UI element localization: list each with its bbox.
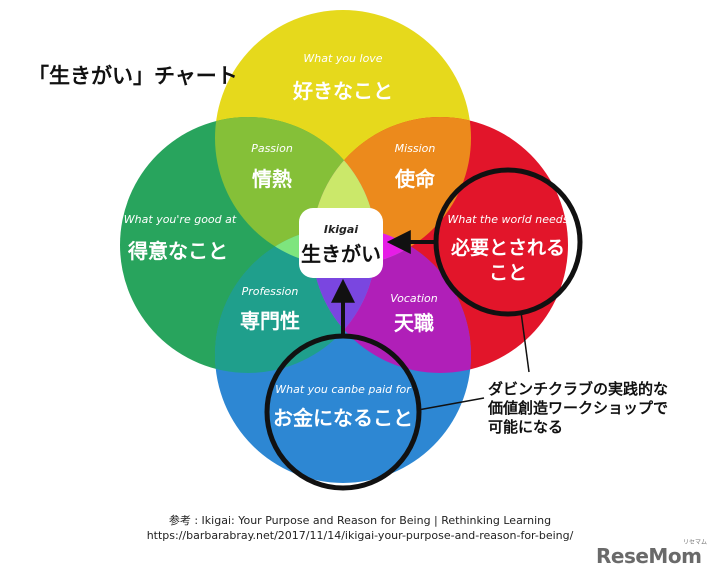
label-world-en: What the world needs — [448, 213, 569, 226]
callout-line-world — [520, 311, 530, 373]
resemom-logo: ReseMom — [596, 544, 702, 568]
label-good-ja: 得意なこと — [127, 239, 228, 263]
label-profession-ja: 専門性 — [240, 309, 300, 333]
label-vocation-ja: 天職 — [394, 311, 434, 335]
label-passion-ja: 情熱 — [252, 167, 292, 191]
label-center-ja: 生きがい — [301, 242, 381, 266]
reference-url[interactable]: https://barbarabray.net/2017/11/14/ikiga… — [146, 529, 574, 542]
label-paid-en: What you canbe paid for — [275, 383, 412, 396]
callout-note-line1: ダビンチクラブの実践的な — [488, 380, 669, 398]
callout-note-line3: 可能になる — [488, 418, 564, 436]
label-mission-ja: 使命 — [394, 167, 436, 191]
label-mission-en: Mission — [395, 142, 436, 155]
label-world-ja2: こと — [489, 262, 527, 284]
callout-note-line2: 価値創造ワークショップで — [488, 399, 669, 417]
label-vocation-en: Vocation — [390, 292, 437, 305]
label-good-en: What you're good at — [124, 213, 237, 226]
label-center-en: Ikigai — [324, 223, 358, 236]
resemom-logo-sub: リセマム — [683, 539, 708, 546]
label-love-en: What you love — [303, 52, 382, 65]
chart-title: 「生きがい」チャート — [28, 64, 238, 88]
reference-line1: 参考 : Ikigai: Your Purpose and Reason for… — [168, 514, 552, 527]
label-passion-en: Passion — [251, 142, 293, 155]
label-paid-ja: お金になること — [273, 406, 413, 430]
label-profession-en: Profession — [242, 285, 299, 298]
callout-note: ダビンチクラブの実践的な 価値創造ワークショップで 可能になる — [488, 380, 668, 437]
center-box — [299, 208, 383, 278]
callout-line-paid — [417, 397, 485, 411]
label-love-ja: 好きなこと — [292, 79, 393, 103]
label-world-ja: 必要とされる — [450, 236, 565, 259]
